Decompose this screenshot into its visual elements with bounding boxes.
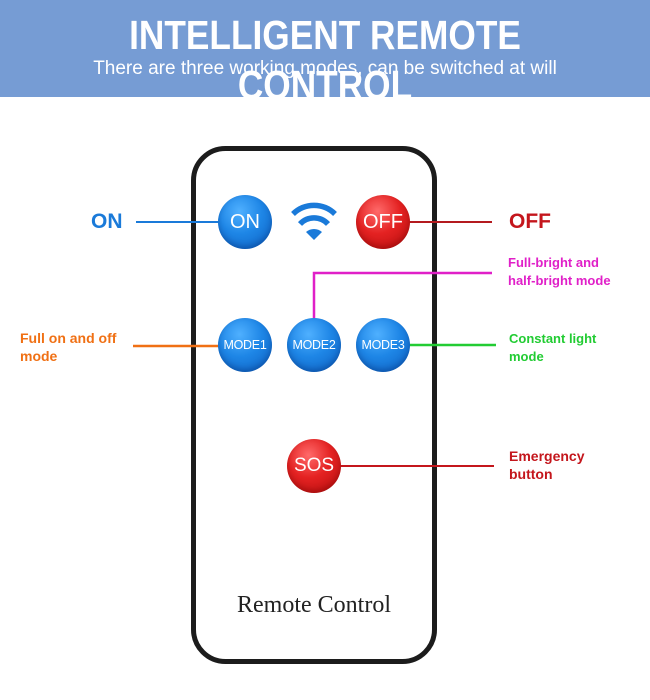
header-banner: INTELLIGENT REMOTE CONTROL There are thr… <box>0 0 650 108</box>
page-subtitle: There are three working modes, can be sw… <box>93 58 557 79</box>
mode3-callout-line2: mode <box>509 349 544 364</box>
mode2-callout-label: Full-bright and half-bright mode <box>508 254 611 290</box>
off-callout-label: OFF <box>509 210 551 233</box>
off-button[interactable]: OFF <box>356 195 410 249</box>
sos-button[interactable]: SOS <box>287 439 341 493</box>
mode1-callout-line2: mode <box>20 348 58 364</box>
sos-callout-line1: Emergency <box>509 448 585 464</box>
sos-callout-line2: button <box>509 466 553 482</box>
mode1-callout-line1: Full on and off <box>20 330 117 346</box>
on-button[interactable]: ON <box>218 195 272 249</box>
mode2-callout-line1: Full-bright and <box>508 255 599 270</box>
sos-callout-label: Emergency button <box>509 447 584 483</box>
mode1-callout-label: Full on and off mode <box>20 329 116 365</box>
wifi-icon <box>291 202 337 240</box>
page-title: INTELLIGENT REMOTE CONTROL <box>129 12 521 108</box>
mode2-callout-line2: half-bright mode <box>508 273 611 288</box>
mode3-callout-line1: Constant light <box>509 331 597 346</box>
remote-body <box>191 146 437 664</box>
mode1-button[interactable]: MODE1 <box>218 318 272 372</box>
mode2-button[interactable]: MODE2 <box>287 318 341 372</box>
mode3-callout-label: Constant light mode <box>509 330 596 366</box>
mode2-callout-line <box>312 271 492 320</box>
on-callout-label: ON <box>91 210 123 233</box>
mode3-button[interactable]: MODE3 <box>356 318 410 372</box>
remote-label: Remote Control <box>237 592 391 618</box>
